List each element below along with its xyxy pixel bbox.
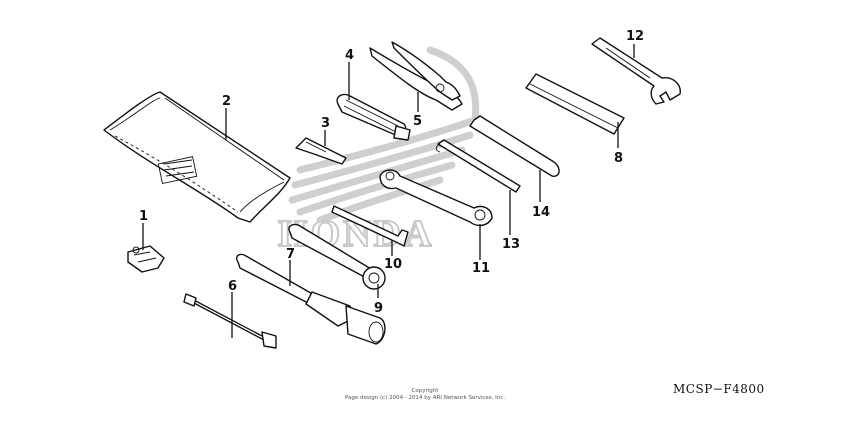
part-hex-key	[331, 205, 409, 247]
callout-1: 1	[139, 209, 148, 224]
callout-11: 11	[472, 261, 490, 276]
part-plug-wrench	[288, 223, 386, 290]
part-screwdriver-shaft	[435, 139, 521, 193]
callout-2: 2	[222, 94, 231, 109]
part-screwdriver	[469, 115, 560, 177]
callout-7: 7	[286, 247, 295, 262]
copyright-label: Copyright	[411, 388, 439, 394]
callout-14: 14	[532, 205, 550, 220]
part-pliers	[369, 41, 463, 111]
part-extension-handle	[336, 93, 411, 141]
callout-13: 13	[502, 237, 520, 252]
diagram-part-code: MCSP−F4800	[673, 382, 765, 396]
part-clip	[127, 245, 165, 273]
part-flat-bar	[525, 73, 625, 135]
callout-6: 6	[228, 279, 237, 294]
part-spanner	[379, 169, 493, 227]
tool-bag	[103, 91, 291, 223]
callout-12: 12	[626, 29, 644, 44]
copyright-notice: Page design (c) 2004 - 2014 by ARI Netwo…	[344, 395, 506, 401]
callout-8: 8	[614, 151, 623, 166]
callout-4: 4	[345, 48, 354, 63]
part-socket-wrench	[236, 253, 386, 345]
part-key	[295, 137, 347, 165]
callout-10: 10	[384, 257, 402, 272]
callout-3: 3	[321, 116, 330, 131]
callout-9: 9	[374, 301, 383, 316]
callout-5: 5	[413, 114, 422, 129]
leader-lines	[142, 44, 635, 338]
part-open-wrench	[591, 37, 681, 105]
part-bolt	[183, 293, 277, 349]
honda-wing-watermark	[288, 46, 480, 224]
callout-labels: 1 2 3 4 5 6 7 8 9 10 11 12 13 14	[139, 29, 644, 316]
